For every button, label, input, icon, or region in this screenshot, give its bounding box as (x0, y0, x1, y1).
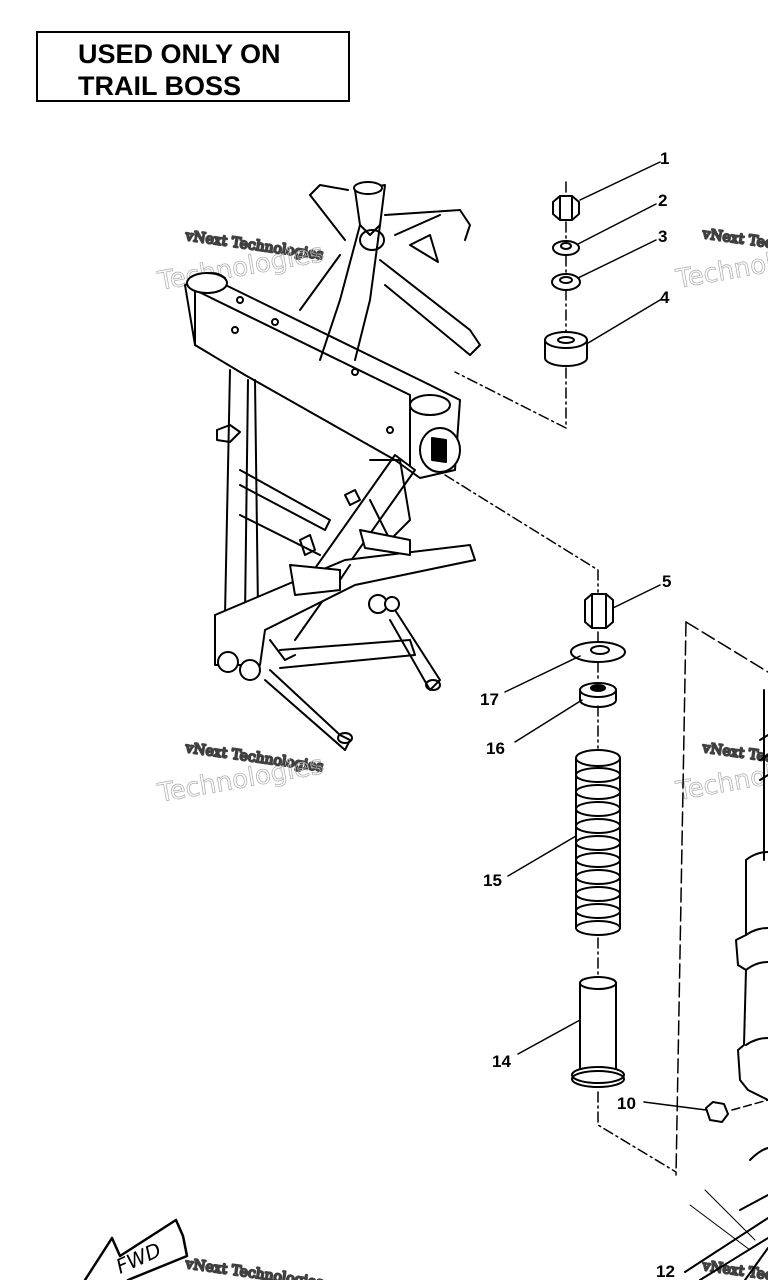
lower-hardware-stack (444, 474, 677, 1173)
forward-direction-arrow: FWD (83, 1218, 189, 1280)
upper-hardware-stack (454, 161, 661, 429)
callout-12: 12 (656, 1262, 675, 1280)
notice-line-1: USED ONLY ON (78, 39, 281, 69)
shock-nut-part (705, 1101, 729, 1123)
coil-spring-part (575, 749, 621, 936)
frame-assembly (184, 181, 481, 751)
locknut-part (552, 195, 580, 221)
notice-line-2: TRAIL BOSS (78, 71, 242, 101)
shock-absorber-assembly (643, 621, 768, 1280)
watermark-text: vNext Technologies (183, 1256, 324, 1280)
callout-15: 15 (483, 871, 502, 890)
callout-16: 16 (486, 739, 505, 758)
callout-1: 1 (660, 149, 669, 168)
callout-3: 3 (658, 227, 667, 246)
sleeve-part (571, 976, 625, 1088)
callout-17: 17 (480, 690, 499, 709)
callout-4: 4 (660, 288, 670, 307)
callout-5: 5 (662, 572, 671, 591)
callout-labels: 1 2 3 4 5 17 16 15 14 10 12 (480, 149, 675, 1280)
callout-2: 2 (658, 191, 667, 210)
callout-14: 14 (492, 1052, 511, 1071)
callout-10: 10 (617, 1094, 636, 1113)
nut-part (584, 593, 614, 629)
usage-notice-box: USED ONLY ON TRAIL BOSS (36, 31, 350, 102)
flat-washer-part (570, 641, 626, 663)
